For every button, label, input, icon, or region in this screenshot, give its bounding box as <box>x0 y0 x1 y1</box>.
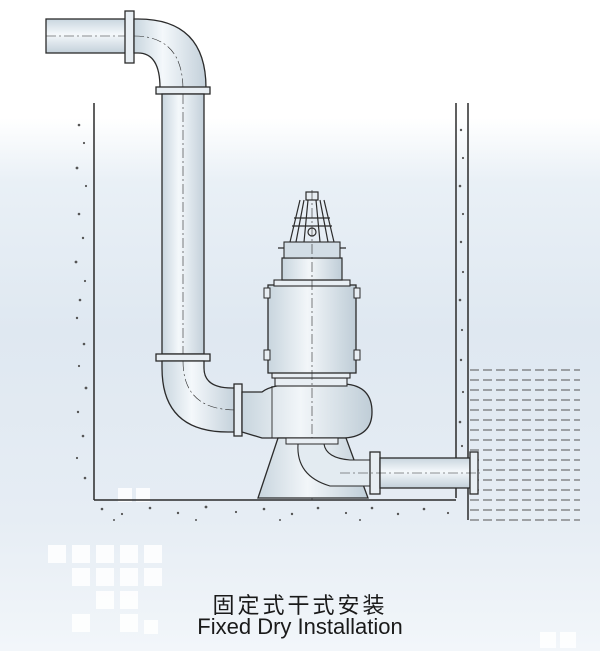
discharge-pipe-top <box>45 10 207 91</box>
installation-diagram <box>45 10 580 521</box>
pump-base <box>257 437 373 499</box>
caption-chinese: 固定式干式安装 <box>212 594 388 619</box>
caption-english: Fixed Dry Installation <box>197 614 403 639</box>
pump-elbow <box>161 360 243 437</box>
pit-wall-right <box>455 103 469 520</box>
water-level-lines <box>470 369 580 521</box>
riser-pipe <box>155 86 211 362</box>
pit-floor <box>94 499 456 521</box>
inlet-pipe <box>340 451 480 495</box>
pit-wall-left <box>74 103 95 500</box>
pump-volute <box>241 371 373 439</box>
